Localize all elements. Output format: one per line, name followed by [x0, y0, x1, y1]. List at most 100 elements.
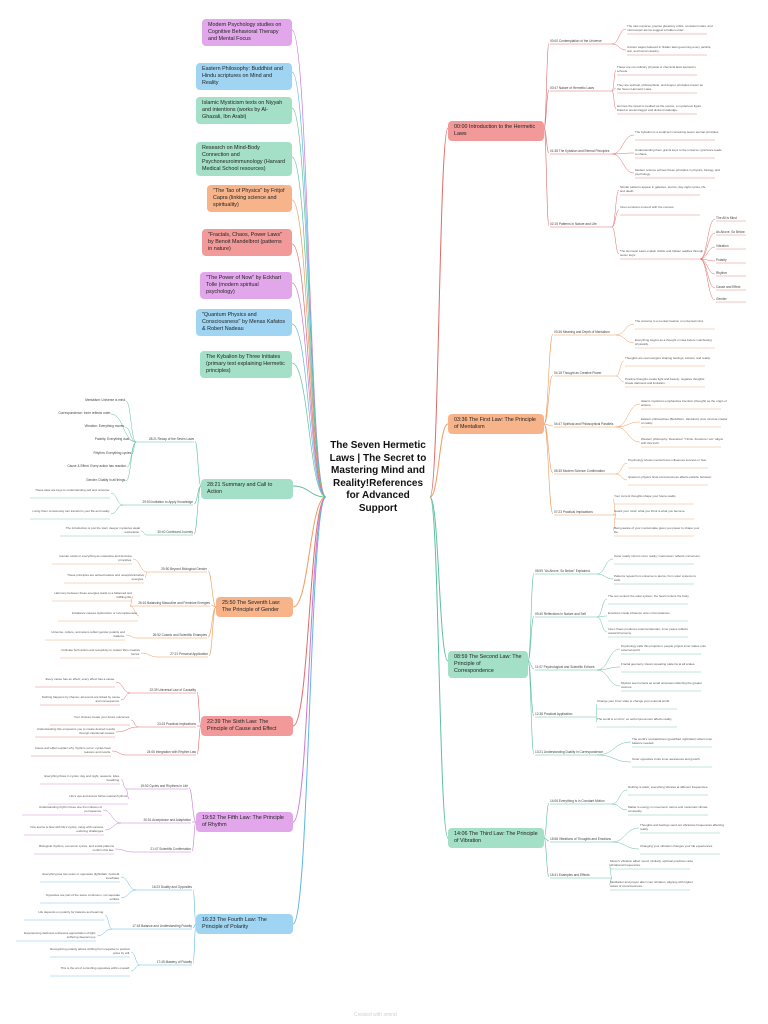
seventh-subtopic[interactable]: 26:16 Balancing Masculine and Feminine E… [138, 601, 210, 605]
seventh-leaf[interactable]: Cultivate both action and receptivity to… [61, 648, 140, 656]
fourth-leaf[interactable]: Everything has two poles or opposites (l… [42, 872, 120, 880]
fourth-subtopic[interactable]: 17:45 Mastery of Polarity [156, 960, 192, 964]
second-leaf[interactable]: The world's contradictions (good/bad, li… [632, 737, 713, 745]
intro-leaf[interactable]: These are not ordinary physical or chemi… [617, 65, 696, 73]
second-leaf[interactable]: Fractal geometry shows repeating pattern… [621, 662, 696, 666]
second-leaf[interactable]: Inner chaos produces external disorder; … [608, 627, 688, 635]
hermetic-key[interactable]: Rhythm [716, 271, 727, 275]
intro-leaf[interactable]: The vast universe, precise planetary orb… [627, 24, 713, 32]
second-subtopic[interactable]: 09:40 Reflections in Nature and Self [535, 612, 587, 616]
third-leaf[interactable]: Matter is energy in movement; atoms and … [628, 805, 708, 813]
reference-islamic-mysticism[interactable]: Islamic Mysticism texts on Niyyah and in… [196, 97, 292, 124]
intro-leaf[interactable]: Understanding them grants keys to the un… [635, 148, 722, 156]
seventh-leaf[interactable]: Imbalance causes dysfunction or incomple… [71, 611, 138, 615]
second-leaf[interactable]: The sun centers the solar system; the he… [608, 594, 690, 598]
seventh-leaf[interactable]: These principles are active/creative and… [67, 573, 144, 581]
section-sixth-law[interactable]: 22:39 The Sixth Law: The Principle of Ca… [201, 716, 293, 736]
summary-recap-item[interactable]: Gender: Duality in all things. [86, 478, 126, 482]
fourth-leaf[interactable]: Life depends on polarity for balance and… [38, 910, 104, 914]
summary-subtopic[interactable]: 29:53 Invitation to Apply Knowledge [142, 500, 193, 504]
fifth-subtopic[interactable]: 21:47 Scientific Confirmation [150, 847, 191, 851]
section-summary[interactable]: 28:21 Summary and Call to Action [201, 479, 293, 499]
fifth-leaf[interactable]: Everything flows in cycles: day and nigh… [44, 774, 120, 782]
third-leaf[interactable]: Music's vibration affect mood; similarly… [610, 859, 693, 867]
fifth-subtopic[interactable]: 20:51 Acceptance and Adaptation [143, 818, 192, 822]
reference-power-of-now[interactable]: "The Power of Now" by Eckhart Tolle (mod… [200, 272, 292, 299]
summary-subtopic[interactable]: 30:40 Continued Journey [157, 530, 193, 534]
intro-leaf[interactable]: Modern science echoes these principles i… [635, 168, 720, 176]
second-leaf[interactable]: Change your inner state to change your e… [597, 699, 671, 703]
section-introduction[interactable]: 00:00 Introduction to the Hermetic Laws [448, 121, 544, 141]
fourth-subtopic[interactable]: 16:23 Duality and Opposites [151, 885, 192, 889]
fifth-leaf[interactable]: Biological rhythms, economic cycles, and… [39, 844, 114, 852]
sixth-subtopic[interactable]: 22:39 Universal Law of Causality [149, 688, 196, 692]
first-subtopic[interactable]: 05:35 Modern Science Confirmation [554, 469, 605, 473]
reference-eastern-philosophy[interactable]: Eastern Philosophy: Buddhist and Hindu s… [196, 63, 292, 90]
first-leaf[interactable]: Western philosophy: Descartes' "I think,… [641, 437, 724, 445]
first-leaf[interactable]: Psychology shows mental focus influences… [628, 458, 707, 462]
second-leaf[interactable]: Patterns repeat from universe to atoms, … [614, 574, 697, 582]
first-subtopic[interactable]: 07:23 Practical Implications [554, 510, 593, 514]
third-subtopic[interactable]: 15:41 Examples and Effects [550, 873, 590, 877]
section-third-law[interactable]: 14:06 The Third Law: The Principle of Vi… [448, 828, 544, 848]
fourth-leaf[interactable]: This is the art of controlling opposites… [60, 966, 130, 970]
intro-leaf[interactable]: Ancient sages believed in hidden laws go… [627, 45, 712, 53]
third-leaf[interactable]: Nothing is static; everything vibrates a… [628, 785, 709, 789]
reference-mind-body[interactable]: Research on Mind-Body Connection and Psy… [196, 142, 292, 176]
intro-subtopic[interactable]: 02:15 Patterns in Nature and Life [550, 222, 597, 226]
first-leaf[interactable]: The universe is a mental creation or uni… [635, 319, 704, 323]
first-leaf[interactable]: Thoughts are real energies shaping feeli… [625, 356, 711, 360]
fourth-leaf[interactable]: Recognizing polarity allows shifting fro… [50, 947, 130, 955]
reference-modern-psychology[interactable]: Modern Psychology studies on Cognitive B… [202, 19, 292, 46]
first-leaf[interactable]: Everything begins as a thought or idea b… [635, 338, 712, 346]
third-leaf[interactable]: Meditation and prayer alter inner vibrat… [610, 880, 693, 888]
root-topic[interactable]: The Seven Hermetic Laws | The Secret to … [329, 440, 427, 514]
summary-recap-item[interactable]: Correspondence: Inner reflects outer. [58, 411, 111, 415]
summary-recap-item[interactable]: Mentalism: Universe is mind. [85, 398, 126, 402]
second-subtopic[interactable]: 13:21 Understanding Duality in Correspon… [535, 750, 604, 754]
seventh-subtopic[interactable]: 27:21 Personal Application [170, 652, 208, 656]
seventh-leaf[interactable]: Harmony between these energies leads to … [54, 591, 132, 599]
first-leaf[interactable]: Guard your mind; what you think is what … [614, 509, 686, 513]
second-subtopic[interactable]: 11:07 Psychological and Scientific Echoe… [535, 665, 595, 669]
fourth-leaf[interactable]: Experiencing darkness enhances appreciat… [24, 931, 96, 939]
reference-tao-of-physics[interactable]: "The Tao of Physics" by Fritjof Capra (l… [207, 185, 292, 212]
sixth-leaf[interactable]: Understanding this empowers you to creat… [36, 727, 115, 735]
summary-recap-item[interactable]: Vibration: Everything moves. [84, 424, 125, 428]
second-subtopic[interactable]: 08:59 "As Above, So Below" Explained [535, 569, 590, 573]
fifth-leaf[interactable]: Understanding rhythm frees one from illu… [38, 805, 102, 813]
summary-recap-item[interactable]: Polarity: Everything dual. [94, 437, 130, 441]
second-subtopic[interactable]: 12:38 Practical Application [535, 712, 573, 716]
section-fifth-law[interactable]: 19:52 The Fifth Law: The Principle of Rh… [196, 812, 293, 832]
intro-leaf[interactable]: They are spiritual, philosophical, and d… [617, 83, 703, 91]
intro-leaf[interactable]: Inner emotions connect with the cosmos. [620, 205, 675, 209]
intro-subtopic[interactable]: 00:00 Contemplation of the Universe [550, 39, 602, 43]
intro-leaf[interactable]: The Hermetic Laws explain visible and hi… [620, 249, 704, 257]
sixth-subtopic[interactable]: 23:23 Practical Implications [157, 722, 196, 726]
first-subtopic[interactable]: 03:36 Meaning and Depth of Mentalism [554, 330, 610, 334]
summary-recap-item[interactable]: Cause & Effect: Every action has reactio… [67, 464, 127, 468]
summary-leaf[interactable]: The introduction is just the start; deep… [65, 526, 140, 534]
fourth-subtopic[interactable]: 17:18 Balance and Understanding Polarity [132, 924, 192, 928]
summary-leaf[interactable]: Living them consciously can transform yo… [32, 509, 110, 513]
section-fourth-law[interactable]: 16:23 The Fourth Law: The Principle of P… [196, 914, 293, 934]
hermetic-key[interactable]: The All is Mind [716, 216, 737, 220]
hermetic-key[interactable]: Vibration [716, 244, 729, 248]
section-second-law[interactable]: 08:59 The Second Law: The Principle of C… [448, 651, 528, 678]
second-leaf[interactable]: Outer reality mirrors inner reality; mac… [614, 554, 701, 558]
hermetic-key[interactable]: Cause and Effect [716, 285, 741, 289]
third-leaf[interactable]: Changing your vibration changes your lif… [640, 844, 714, 848]
sixth-leaf[interactable]: Nothing happens by chance; all events ar… [41, 695, 120, 703]
fourth-leaf[interactable]: Opposites are part of the same continuum… [45, 893, 120, 901]
sixth-leaf[interactable]: Your choices create your future outcomes… [73, 715, 130, 719]
intro-subtopic[interactable]: 00:47 Nature of Hermetic Laws [550, 86, 594, 90]
second-leaf[interactable]: Outer opposites invite inner awareness a… [632, 757, 701, 761]
second-leaf[interactable]: Psychology calls this projection: people… [621, 644, 707, 652]
intro-leaf[interactable]: The Kybalion is a small text containing … [635, 130, 720, 134]
reference-quantum-physics[interactable]: "Quantum Physics and Consciousness" by M… [196, 309, 292, 336]
sixth-leaf[interactable]: Cause and effect explain why rhythms occ… [34, 746, 111, 754]
second-leaf[interactable]: Emotions inside influence outer circumst… [608, 611, 671, 615]
intro-leaf[interactable]: Hermes the Great is credited as the sour… [617, 104, 702, 112]
first-subtopic[interactable]: 04:18 Thought as Creative Power [554, 371, 602, 375]
sixth-leaf[interactable]: Every cause has an effect; every effect … [45, 677, 115, 681]
